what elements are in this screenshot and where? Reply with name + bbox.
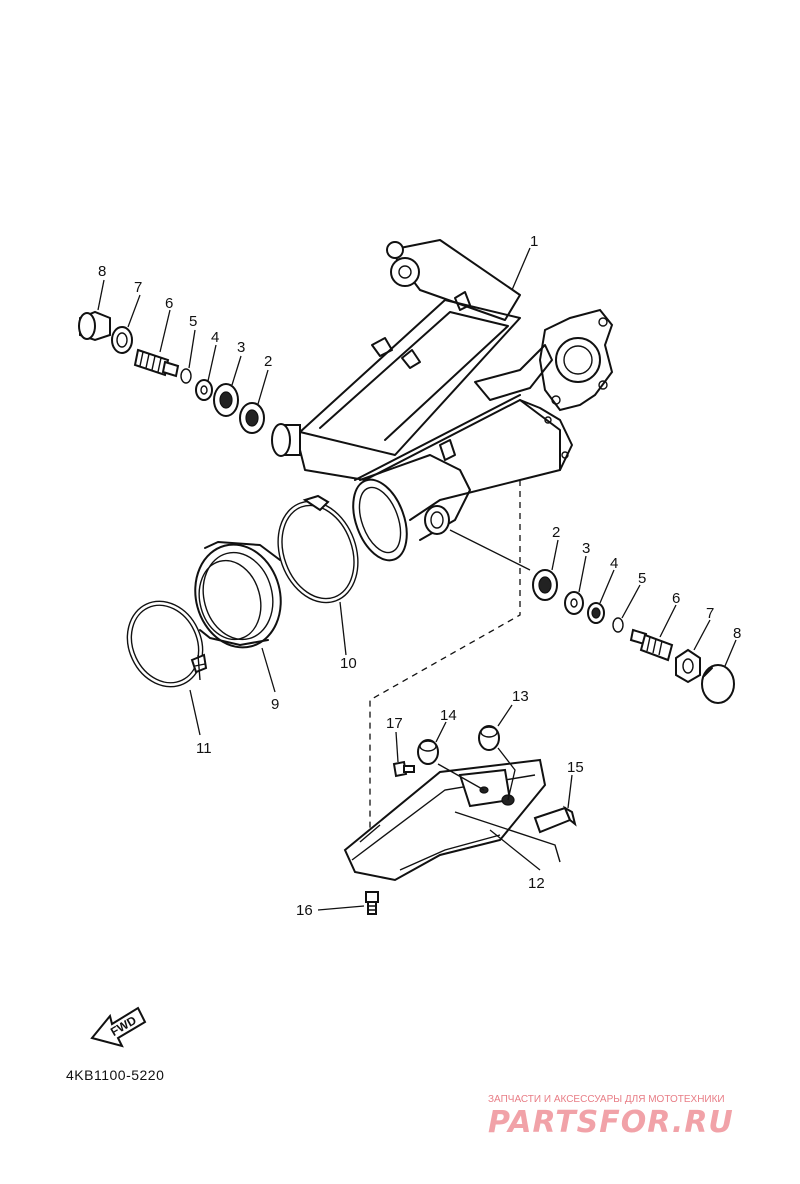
damper-part-13 — [478, 704, 516, 801]
callout-15: 15 — [567, 759, 584, 776]
cap-part-8-right — [701, 639, 737, 704]
cap-part-8-left — [78, 279, 111, 342]
band-part-11 — [126, 600, 208, 736]
callout-8-left: 8 — [98, 263, 106, 280]
watermark-site: PARTSFOR.RU — [488, 1105, 734, 1140]
callout-17: 17 — [386, 715, 403, 732]
washer-part-3-right — [564, 555, 587, 615]
callout-3-right: 3 — [582, 540, 590, 557]
swingarm-part-1 — [271, 239, 614, 562]
bolt-part-17 — [392, 731, 415, 778]
callout-6-left: 6 — [165, 295, 173, 312]
band-part-10 — [277, 494, 359, 656]
callout-3-left: 3 — [237, 339, 245, 356]
oring-part-5-right — [612, 584, 641, 633]
guard-part-12 — [343, 758, 547, 882]
shaft-part-6-left — [133, 309, 180, 378]
callout-11: 11 — [196, 740, 212, 757]
nut-part-7-left — [111, 294, 141, 354]
callout-2-right: 2 — [552, 524, 560, 541]
callout-12: 12 — [528, 875, 545, 892]
forward-direction-arrow: FWD — [90, 1006, 147, 1048]
oring-part-5-left — [180, 329, 196, 384]
callout-13: 13 — [512, 688, 529, 705]
boot-part-9 — [194, 541, 282, 693]
callout-8-right: 8 — [733, 625, 741, 642]
shaft-part-6-right — [629, 604, 677, 662]
callout-4-left: 4 — [211, 329, 219, 346]
callout-7-left: 7 — [134, 279, 142, 296]
callout-9: 9 — [271, 696, 279, 713]
watermark-tagline: ЗАПЧАСТИ И АКСЕССУАРЫ ДЛЯ МОТОТЕХНИКИ — [488, 1094, 725, 1105]
bolt-part-16 — [317, 891, 379, 915]
callout-2-left: 2 — [264, 353, 272, 370]
damper-part-14 — [417, 721, 485, 791]
drawing-code: 4KB1100-5220 — [66, 1067, 164, 1083]
assembly-reference-line — [369, 480, 521, 850]
callout-1: 1 — [530, 233, 538, 250]
bearing-part-3-left — [213, 355, 242, 417]
callout-14: 14 — [440, 707, 457, 724]
collar-part-4-right — [587, 569, 615, 624]
nut-part-7-right — [675, 619, 711, 684]
callout-7-right: 7 — [706, 605, 714, 622]
right-pivot-parts: 2 3 4 5 6 7 — [449, 524, 741, 704]
callout-5-left: 5 — [189, 313, 197, 330]
callout-10: 10 — [340, 655, 357, 672]
washer-part-4-left — [195, 344, 217, 401]
callout-16: 16 — [296, 902, 313, 919]
callout-4-right: 4 — [610, 555, 618, 572]
callout-6-right: 6 — [672, 590, 680, 607]
callout-5-right: 5 — [638, 570, 646, 587]
seal-part-2-right — [532, 539, 559, 601]
seal-part-2-left — [239, 369, 269, 434]
left-pivot-parts: 8 7 6 5 4 — [78, 263, 272, 434]
rubber-block-part-15 — [454, 774, 577, 863]
